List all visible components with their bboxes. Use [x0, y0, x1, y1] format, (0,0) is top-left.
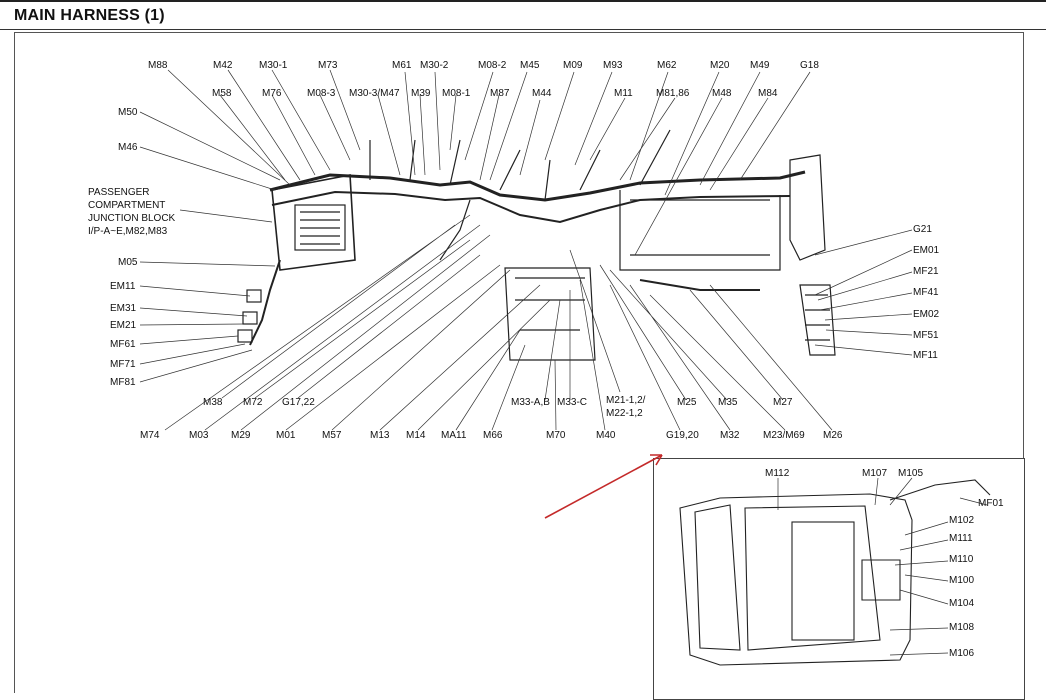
connector-label: M74	[140, 430, 160, 441]
connector-label: EM02	[913, 309, 940, 320]
connector-label: M70	[546, 430, 566, 441]
connector-label: M32	[720, 430, 740, 441]
connector-label: MF41	[913, 287, 939, 298]
connector-label: M27	[773, 397, 793, 408]
connector-label: M100	[949, 575, 975, 586]
connector-label: EM01	[913, 245, 940, 256]
connector-label: M25	[677, 397, 697, 408]
main-harness-trunk	[269, 170, 806, 202]
connector-label: M08-2	[478, 60, 507, 71]
connector-label: M66	[483, 430, 503, 441]
connector-label: M21-1,2/	[606, 395, 646, 406]
connector-label: M03	[189, 430, 209, 441]
junction-block-line: PASSENGER	[88, 187, 150, 198]
junction-block-label: PASSENGER COMPARTMENT JUNCTION BLOCK I/P…	[88, 186, 175, 238]
harness-drawing	[139, 69, 991, 666]
connector-label: M01	[276, 430, 296, 441]
connector-label: EM11	[110, 281, 136, 292]
connector-label: M102	[949, 515, 975, 526]
connector-label: M108	[949, 622, 975, 633]
connector-label: M110	[949, 554, 974, 565]
connector-label: M29	[231, 430, 251, 441]
junction-block-line: JUNCTION BLOCK	[88, 213, 176, 224]
connector-label: M106	[949, 648, 975, 659]
connector-label: M13	[370, 430, 390, 441]
connector-label: M61	[392, 60, 412, 71]
connector-label: M33-A,B	[511, 397, 550, 408]
connector-label: MF61	[110, 339, 136, 350]
connector-label: M62	[657, 60, 677, 71]
connector-label: M09	[563, 60, 583, 71]
connector-label: M20	[710, 60, 730, 71]
connector-label: G18	[800, 60, 819, 71]
connector-label: M107	[862, 468, 888, 479]
connector-label: M112	[765, 468, 790, 479]
connector-label: M72	[243, 397, 263, 408]
connector-label: M39	[411, 88, 431, 99]
connector-label: MF71	[110, 359, 136, 370]
connector-label: M35	[718, 397, 738, 408]
connector-label: M46	[118, 142, 138, 153]
connector-label: MF81	[110, 377, 136, 388]
connector-label: M22-1,2	[606, 408, 643, 419]
roof-harness-inset	[653, 458, 1025, 700]
connector-label: MA11	[441, 430, 467, 441]
connector-label: M93	[603, 60, 623, 71]
junction-block-line: I/P-A~E,M82,M83	[88, 226, 168, 237]
connector-label: EM21	[110, 320, 137, 331]
connector-label: M33-C	[557, 397, 588, 408]
connector-label: M42	[213, 60, 233, 71]
connector-label: M84	[758, 88, 778, 99]
connector-label: M30-3/M47	[349, 88, 400, 99]
connector-label: M40	[596, 430, 616, 441]
right-end-bracket	[789, 154, 826, 261]
top-rule	[0, 0, 1046, 2]
connector-label: MF11	[913, 350, 938, 361]
connector-label: M73	[318, 60, 338, 71]
center-console-frame	[504, 267, 596, 361]
page-title: MAIN HARNESS (1)	[14, 7, 165, 24]
right-connector-cluster	[799, 284, 836, 356]
dash-crossbar	[619, 190, 781, 271]
connector-label: M30-2	[420, 60, 449, 71]
junction-block-body	[271, 174, 356, 271]
connector-label: M08-3	[307, 88, 336, 99]
connector-label: M105	[898, 468, 924, 479]
connector-label: M111	[949, 533, 973, 544]
connector-label: M104	[949, 598, 975, 609]
connector-label: MF21	[913, 266, 939, 277]
connector-label: M23/M69	[763, 430, 805, 441]
connector-label: G17,22	[282, 397, 315, 408]
connector-label: M11	[614, 88, 633, 99]
connector-label: M26	[823, 430, 843, 441]
connector-label: M81,86	[656, 88, 690, 99]
connector-label: MF51	[913, 330, 939, 341]
left-branch	[249, 259, 281, 346]
connector-label: EM31	[110, 303, 137, 314]
connector-label: G19,20	[666, 430, 699, 441]
roof-panel	[679, 493, 913, 666]
connector-label: M50	[118, 107, 138, 118]
connector-label: M57	[322, 430, 342, 441]
connector-label: M08-1	[442, 88, 471, 99]
junction-block-line: COMPARTMENT	[88, 200, 166, 211]
connector-label: M44	[532, 88, 552, 99]
connector-label: G21	[913, 224, 932, 235]
connector-label: M48	[712, 88, 732, 99]
connector-label: M05	[118, 257, 138, 268]
title-rule	[0, 29, 1046, 30]
connector-label: M76	[262, 88, 282, 99]
connector-label: M49	[750, 60, 770, 71]
connector-label: MF01	[978, 498, 1004, 509]
connector-label: M45	[520, 60, 540, 71]
connector-label: M14	[406, 430, 426, 441]
connector-label: M58	[212, 88, 232, 99]
connector-label: M87	[490, 88, 510, 99]
connector-label: M30-1	[259, 60, 288, 71]
diagram-frame	[14, 32, 1024, 693]
pointer-arrow	[544, 454, 663, 519]
connector-label: M88	[148, 60, 168, 71]
connector-label: M38	[203, 397, 223, 408]
